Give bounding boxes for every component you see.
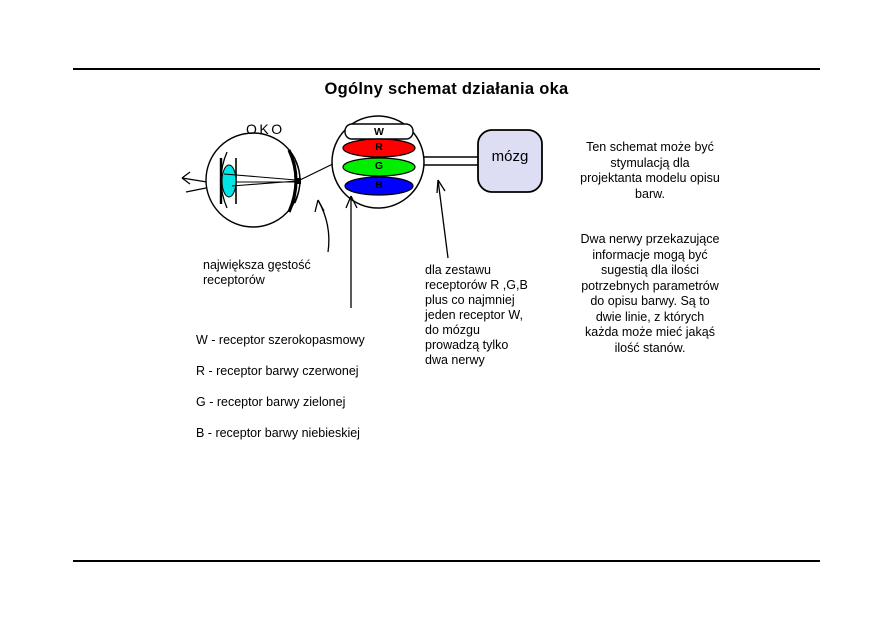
page-title: Ogólny schemat działania oka <box>324 80 569 98</box>
light-rays-icon <box>181 171 237 193</box>
receptor-g-letter: G <box>374 160 384 172</box>
density-arrow-icon <box>314 199 330 253</box>
legend-item-w: W - receptor szerokopasmowy <box>196 332 365 347</box>
note-stimulation: Ten schemat może być stymulacją dla proj… <box>580 140 720 201</box>
annotation-receptor-density: największa gęstość receptorów <box>203 258 311 287</box>
note-two-nerves: Dwa nerwy przekazujące informacje mogą b… <box>580 232 720 355</box>
legend-item-b: B - receptor barwy niebieskiej <box>196 425 360 440</box>
retina-arc-outer <box>294 159 301 204</box>
fovea-marker <box>295 178 301 184</box>
eyeball-outline <box>205 132 301 228</box>
internal-rays <box>223 173 298 187</box>
retina-arc <box>287 149 298 213</box>
receptor-r-letter: R <box>375 141 383 153</box>
legend-item-r: R - receptor barwy czerwonej <box>196 363 359 378</box>
header-divider <box>73 68 820 70</box>
legend-arrow-icon <box>345 195 358 308</box>
eye-label: OKO <box>246 121 285 137</box>
nerve-note-arrow-icon <box>436 179 449 259</box>
receptor-w-letter: W <box>374 126 384 138</box>
receptor-legend: W - receptor szerokopasmowy R - receptor… <box>196 317 436 457</box>
annotation-nerves: dla zestawu receptorów R ,G,B plus co na… <box>425 263 528 367</box>
legend-item-g: G - receptor barwy zielonej <box>196 394 346 409</box>
cornea-arc <box>220 151 228 209</box>
receptor-b-letter: B <box>375 179 383 191</box>
brain-label: mózg <box>491 148 529 165</box>
lens-shape <box>221 164 237 198</box>
optic-path-line <box>299 157 346 181</box>
footer-divider <box>73 560 820 562</box>
